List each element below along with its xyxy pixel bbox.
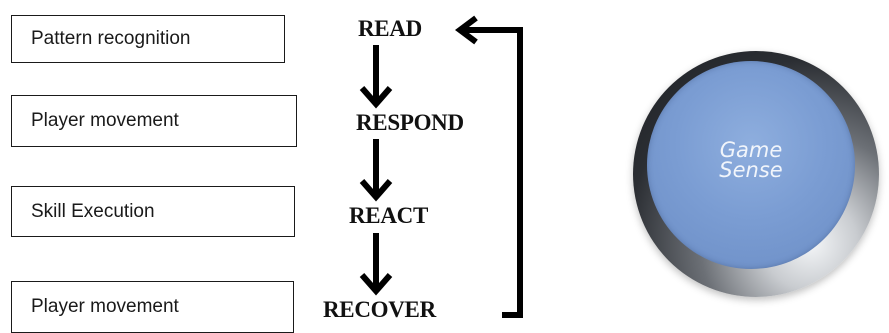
arrow-down-icon — [359, 45, 393, 109]
badge-line-2: Sense — [719, 158, 783, 182]
arrow-down-icon — [359, 233, 393, 296]
box-player-movement-1: Player movement — [11, 95, 297, 147]
box-pattern-recognition: Pattern recognition — [11, 15, 285, 63]
box-label: Pattern recognition — [31, 28, 191, 49]
step-recover: RECOVER — [323, 297, 436, 322]
badge-face: Game Sense — [647, 61, 855, 269]
loop-back-arrow-icon — [455, 15, 523, 318]
box-label: Player movement — [31, 296, 179, 317]
box-label: Skill Execution — [31, 200, 155, 222]
step-read: READ — [358, 16, 422, 41]
box-skill-execution: Skill Execution — [11, 186, 295, 237]
step-respond: RESPOND — [356, 110, 464, 135]
badge-line-1: Game — [719, 137, 783, 162]
step-react: REACT — [349, 203, 429, 228]
box-player-movement-2: Player movement — [11, 281, 294, 333]
arrow-down-icon — [359, 139, 393, 202]
game-sense-badge: Game Sense — [633, 51, 879, 297]
box-label: Player movement — [31, 110, 179, 131]
